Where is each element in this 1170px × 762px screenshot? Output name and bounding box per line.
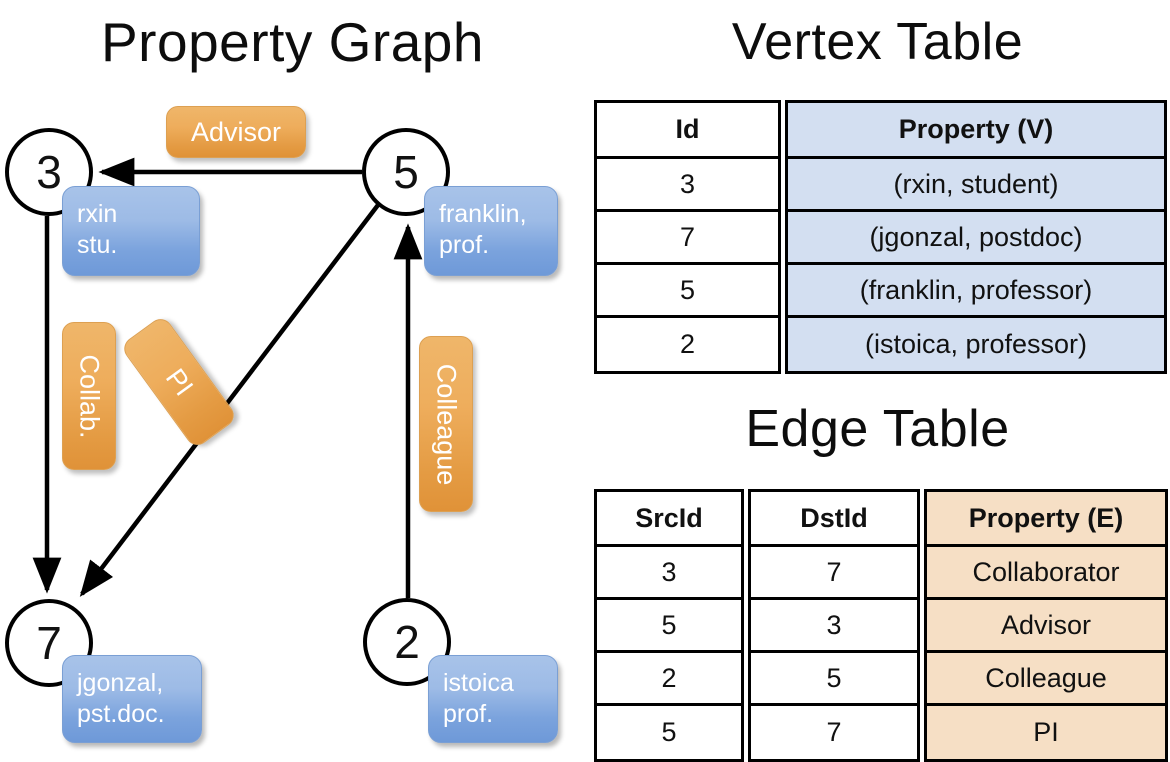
- vertex-property-line-2: stu.: [77, 231, 118, 259]
- edge-table-cell-srcid: 5: [597, 600, 741, 653]
- edge-table-cell-property: PI: [1033, 717, 1059, 747]
- vertex-table-cell-id: 7: [597, 212, 778, 265]
- property-graph-diagram: 3 5 7 2 rxin stu. franklin, prof. jgonza…: [0, 0, 585, 760]
- edge-table-column-srcid: SrcId 3 5 2 5: [594, 489, 744, 762]
- vertex-table-header-property: Property (V): [788, 103, 1164, 159]
- vertex-table-cell-property: (istoica, professor): [864, 329, 1088, 359]
- edge-label-text: Colleague: [431, 363, 462, 485]
- vertex-table-cell-id: 2: [679, 329, 696, 359]
- edge-label-advisor: Advisor: [166, 106, 306, 158]
- vertex-table-column-id: Id 3 7 5 2: [594, 100, 781, 374]
- vertex-property-line-1: franklin,: [439, 200, 527, 228]
- graph-edge-5-to-7: [79, 203, 380, 597]
- vertex-property-bubble-istoica: istoica prof.: [428, 655, 558, 743]
- edge-table-cell-property: Collaborator: [927, 547, 1165, 600]
- vertex-property-bubble-rxin: rxin stu.: [62, 186, 200, 276]
- edge-label-text: Collab.: [74, 353, 105, 439]
- vertex-property-line-2: prof.: [439, 231, 490, 259]
- edge-table-cell-dstid: 3: [751, 600, 917, 653]
- edge-table-header-dstid: DstId: [751, 492, 917, 547]
- vertex-property-line-1: rxin: [77, 200, 118, 228]
- edge-label-colleague: Colleague: [419, 336, 473, 512]
- vertex-property-line-1: istoica: [443, 669, 514, 697]
- vertex-table-cell-property: (rxin, student): [788, 159, 1164, 212]
- edge-table-cell-srcid: 5: [661, 717, 677, 747]
- edge-table-column-dstid: DstId 7 3 5 7: [748, 489, 920, 762]
- edge-label-text: Advisor: [190, 116, 282, 147]
- edge-table-column-property: Property (E) Collaborator Advisor Collea…: [924, 489, 1168, 762]
- vertex-table-cell-property: (franklin, professor): [788, 265, 1164, 318]
- vertex-property-bubble-jgonzal: jgonzal, pst.doc.: [62, 655, 202, 743]
- vertex-table: Id 3 7 5 2 Property (V) (rxin, student) …: [594, 100, 1167, 374]
- edge-table-cell-srcid: 2: [597, 653, 741, 706]
- page-title-vertex-table: Vertex Table: [731, 13, 1024, 71]
- graph-edge-lines: [32, 157, 423, 598]
- edge-table-cell-property: Advisor: [927, 600, 1165, 653]
- edge-table-header-srcid: SrcId: [597, 492, 741, 547]
- edge-label-text: PI: [159, 362, 200, 401]
- edge-table-cell-dstid: 7: [751, 547, 917, 600]
- vertex-table-cell-id: 3: [597, 159, 778, 212]
- vertex-table-column-property: Property (V) (rxin, student) (jgonzal, p…: [785, 100, 1167, 374]
- edge-table-cell-property: Colleague: [927, 653, 1165, 706]
- vertex-property-bubble-franklin: franklin, prof.: [424, 186, 558, 276]
- edge-table-cell-dstid: 5: [751, 653, 917, 706]
- graph-node-2[interactable]: 2: [363, 598, 451, 686]
- vertex-table-cell-id: 5: [597, 265, 778, 318]
- edge-table: SrcId 3 5 2 5 DstId 7 3 5 7 Property (E)…: [594, 489, 1168, 762]
- vertex-property-line-1: jgonzal,: [77, 669, 164, 697]
- edge-label-collab: Collab.: [62, 322, 116, 470]
- vertex-table-cell-property: (jgonzal, postdoc): [788, 212, 1164, 265]
- page-title-edge-table: Edge Table: [745, 400, 1010, 458]
- vertex-property-line-2: pst.doc.: [77, 700, 165, 728]
- page-title-property-graph: Property Graph: [100, 11, 484, 73]
- edge-table-cell-dstid: 7: [826, 717, 842, 747]
- vertex-table-header-id: Id: [597, 103, 778, 159]
- edge-table-header-property: Property (E): [927, 492, 1165, 547]
- edge-table-cell-srcid: 3: [597, 547, 741, 600]
- graph-node-5[interactable]: 5: [362, 128, 450, 216]
- vertex-property-line-2: prof.: [443, 700, 494, 728]
